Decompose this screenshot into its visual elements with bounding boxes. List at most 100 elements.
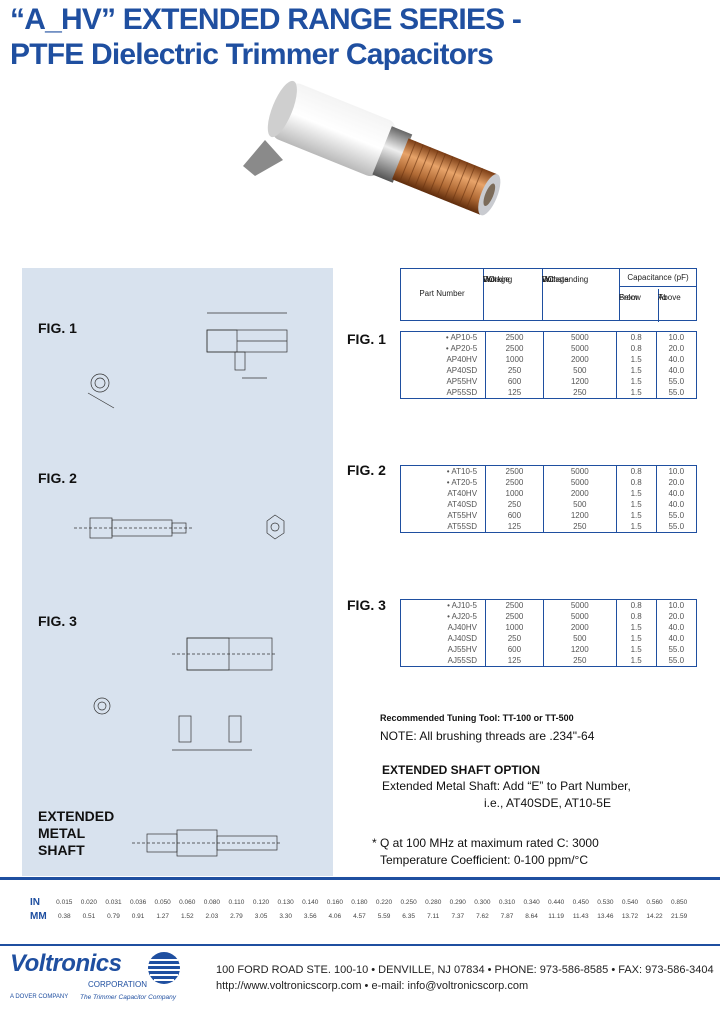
part-number-cell: AT55SD [399, 521, 487, 533]
value-cell: 500 [542, 633, 617, 644]
value-cell: 1.5 [615, 633, 657, 644]
value-cell: 1.5 [615, 510, 657, 521]
inch-value: 0.290 [449, 899, 466, 906]
tuning-tool-note: Recommended Tuning Tool: TT-100 or TT-50… [380, 713, 574, 723]
part-number-cell: AP40HV [399, 354, 487, 365]
value-cell: 1200 [542, 376, 617, 387]
value-cell: 1.5 [615, 521, 657, 533]
mm-value: 7.62 [476, 913, 489, 920]
mm-value: 3.56 [303, 913, 317, 920]
value-cell: 2000 [542, 354, 617, 365]
part-number-cell: AT40HV [399, 488, 487, 499]
web-email-line[interactable]: http://www.voltronicscorp.com • e-mail: … [216, 980, 529, 992]
mm-value: 7.87 [500, 913, 514, 920]
inch-value: 0.310 [498, 899, 516, 906]
mm-value: 3.05 [254, 913, 268, 920]
value-cell: 2500 [485, 343, 544, 354]
value-cell: 5000 [542, 343, 617, 354]
value-cell: 1.5 [615, 376, 657, 387]
mm-value: 8.64 [525, 913, 538, 920]
part-number-cell: AJ40SD [400, 633, 486, 644]
inch-value: 0.050 [154, 899, 171, 906]
mm-value: 0.38 [57, 913, 71, 920]
inch-value: 0.300 [474, 899, 491, 906]
value-cell: 10.0 [655, 599, 698, 611]
mm-value: 14.22 [646, 913, 663, 920]
value-cell: 600 [485, 644, 544, 655]
part-number-cell: • AJ10-5 [400, 599, 486, 611]
mm-value: 13.46 [597, 913, 614, 920]
parent-company: A DOVER COMPANY [10, 994, 69, 1000]
value-cell: 250 [542, 521, 617, 533]
value-cell: 55.0 [655, 510, 698, 521]
value-cell: 125 [485, 655, 544, 667]
value-cell: 55.0 [655, 521, 698, 533]
value-cell: 600 [485, 376, 544, 387]
mm-value: 2.79 [230, 913, 243, 920]
value-cell: 250 [485, 365, 544, 376]
table3-label: FIG. 3 [347, 597, 386, 613]
value-cell: 2500 [485, 599, 544, 611]
part-number-cell: AT55HV [399, 510, 487, 521]
mm-value: 11.43 [572, 913, 589, 920]
inch-value: 0.560 [646, 899, 663, 906]
value-cell: 1200 [542, 644, 617, 655]
inch-value: 0.130 [277, 899, 294, 906]
value-cell: 0.8 [615, 465, 657, 477]
value-cell: 5000 [542, 599, 617, 611]
dimension-drawings [74, 312, 288, 857]
inch-value: 0.015 [56, 899, 73, 906]
value-cell: 2000 [542, 488, 617, 499]
inch-value: 0.160 [326, 899, 343, 906]
mm-value: 5.59 [377, 913, 391, 920]
value-cell: 40.0 [655, 622, 698, 633]
value-cell: 20.0 [655, 477, 698, 488]
value-cell: 55.0 [655, 655, 698, 667]
part-number-cell: AJ40HV [400, 622, 486, 633]
inch-value: 0.530 [597, 899, 614, 906]
fig3-label: FIG. 3 [38, 613, 77, 629]
header-part-number: Part Number [419, 289, 465, 298]
value-cell: 1.5 [615, 488, 657, 499]
value-cell: 40.0 [655, 354, 698, 365]
value-cell: 1000 [485, 488, 544, 499]
value-cell: 55.0 [655, 644, 698, 655]
value-cell: 10.0 [655, 465, 698, 477]
value-cell: 2500 [485, 331, 544, 343]
brushing-note: NOTE: All brushing threads are .234"-64 [380, 729, 595, 743]
mm-value: 4.06 [328, 913, 342, 920]
value-cell: 1.5 [615, 354, 657, 365]
mm-value: 11.19 [548, 913, 565, 920]
inch-value: 0.180 [351, 899, 368, 906]
mm-value: 1.52 [180, 913, 194, 920]
brand-name: Voltronics [10, 950, 122, 977]
value-cell: 2500 [485, 611, 544, 622]
value-cell: 250 [542, 655, 617, 667]
value-cell: 1.5 [615, 622, 657, 633]
fig2-label: FIG. 2 [38, 470, 77, 486]
value-cell: 500 [542, 365, 617, 376]
part-number-cell: AT40SD [399, 499, 487, 510]
value-cell: 1.5 [615, 655, 657, 667]
part-number-cell: • AP10-5 [399, 331, 487, 343]
footer-rule-bottom [0, 944, 720, 946]
value-cell: 1.5 [615, 387, 657, 399]
inch-value: 0.060 [179, 899, 196, 906]
ext-option-heading: EXTENDED SHAFT OPTION [382, 763, 541, 777]
value-cell: 5000 [542, 611, 617, 622]
ext-option-line2: i.e., AT40SDE, AT10-5E [484, 796, 611, 810]
value-cell: 2000 [542, 622, 617, 633]
